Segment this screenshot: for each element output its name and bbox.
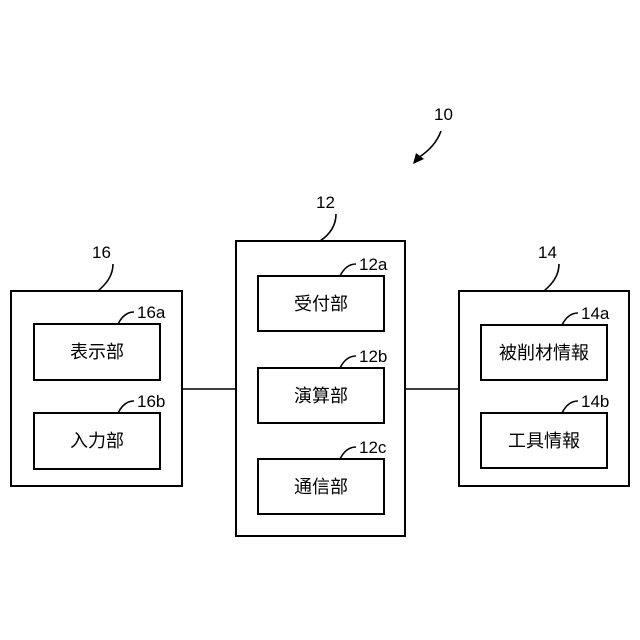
right-block-ref: 14 — [538, 243, 557, 262]
display-unit-label: 表示部 — [70, 342, 124, 363]
tool-info-ref: 14b — [581, 392, 609, 411]
tool-info-label: 工具情報 — [508, 431, 580, 452]
reception-unit-ref: 12a — [359, 255, 388, 274]
input-unit-ref: 16b — [137, 392, 165, 411]
left-block-ref: 16 — [92, 243, 111, 262]
tool-info-leader — [562, 401, 578, 413]
calculation-unit-leader — [340, 356, 356, 368]
calculation-unit-ref: 12b — [359, 347, 387, 366]
communication-unit-leader — [340, 447, 356, 459]
display-unit-leader — [118, 312, 134, 324]
workpiece-info-leader — [562, 313, 578, 325]
communication-unit-ref: 12c — [359, 438, 387, 457]
input-unit-leader — [118, 401, 134, 413]
reception-unit-label: 受付部 — [294, 294, 348, 315]
right-block: 14 被削材情報 14a 工具情報 14b — [459, 243, 629, 486]
left-block-leader — [98, 264, 113, 291]
system-ref-label: 10 — [434, 105, 453, 124]
workpiece-info-label: 被削材情報 — [499, 343, 589, 364]
system-ref-arrow-shaft — [418, 131, 441, 158]
right-block-leader — [544, 264, 559, 291]
calculation-unit-label: 演算部 — [294, 386, 348, 407]
input-unit-label: 入力部 — [70, 431, 124, 452]
left-block: 16 表示部 16a 入力部 16b — [11, 243, 182, 486]
display-unit-ref: 16a — [137, 303, 166, 322]
communication-unit-label: 通信部 — [294, 477, 348, 498]
center-block: 12 受付部 12a 演算部 12b 通信部 12c — [236, 193, 405, 536]
center-block-leader — [320, 214, 336, 241]
center-block-ref: 12 — [316, 193, 335, 212]
reception-unit-leader — [340, 264, 356, 276]
workpiece-info-ref: 14a — [581, 304, 610, 323]
